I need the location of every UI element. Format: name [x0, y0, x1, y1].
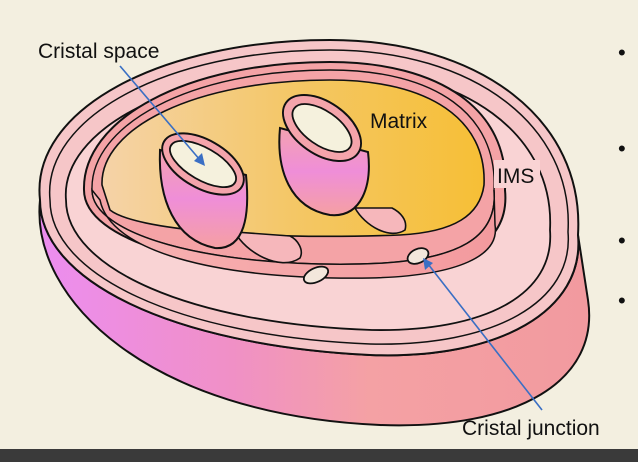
bottom-bar — [0, 449, 638, 462]
crista-right — [278, 93, 407, 235]
label-cristal-junction: Cristal junction — [462, 417, 600, 440]
label-ims: IMS — [497, 165, 534, 188]
bullet: • — [618, 228, 626, 253]
cristal-junction-holes — [302, 247, 430, 285]
label-matrix: Matrix — [370, 110, 428, 133]
cristal-space-arrow — [119, 65, 205, 166]
bullet: • — [618, 136, 626, 161]
label-cristal-space: Cristal space — [38, 40, 159, 63]
outer-membrane-double-line — [49, 49, 569, 345]
cristal-junction-arrow — [423, 258, 543, 411]
inner-membrane-wall — [91, 187, 497, 279]
bullet-list: • • • • — [618, 40, 626, 313]
ims-label-box — [494, 160, 540, 188]
bullet: • — [618, 288, 626, 313]
bullet: • — [618, 40, 626, 65]
